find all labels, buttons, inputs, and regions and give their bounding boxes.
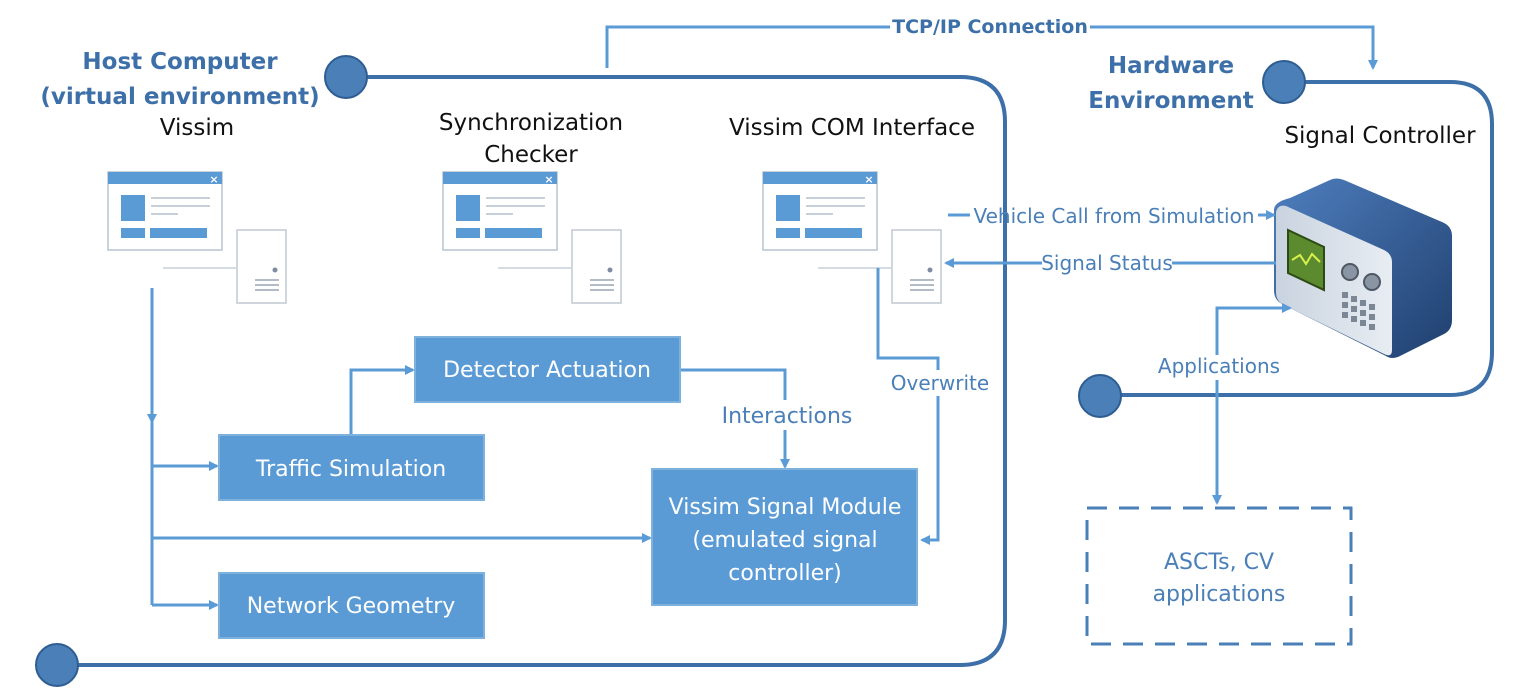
tcp-connection-line [605, 25, 1373, 68]
signal-module-text-line2: (emulated signal [692, 528, 877, 553]
overwrite-line-top [876, 268, 940, 370]
host-title-line1: Host Computer [82, 49, 278, 75]
hardware-top-connector-dot-icon [1262, 60, 1306, 104]
interactions-label: Interactions [722, 404, 853, 429]
vissim-label: Vissim [160, 115, 234, 141]
svg-text:×: × [209, 173, 218, 186]
vissim-server-tower-icon [236, 229, 287, 304]
overwrite-arrow [920, 396, 940, 545]
sync-checker-label-line1: Synchronization [439, 110, 623, 136]
host-environment-frame [57, 75, 1007, 667]
svg-text:×: × [544, 173, 553, 186]
overwrite-label: Overwrite [891, 371, 989, 395]
network-geometry-box [218, 572, 485, 639]
applications-label: Applications [1158, 354, 1280, 378]
ascts-text-line2: applications [1153, 582, 1286, 607]
interactions-line [680, 368, 787, 400]
detector-actuation-text: Detector Actuation [443, 358, 651, 383]
ascts-text-line1: ASCTs, CV [1164, 550, 1274, 575]
signal-controller-device-icon [1274, 178, 1452, 358]
host-bottom-connector-dot-icon [35, 643, 79, 687]
com-interface-label: Vissim COM Interface [729, 115, 975, 141]
hardware-title-line1: Hardware [1108, 53, 1234, 79]
traffic-simulation-box [218, 434, 485, 501]
svg-text:×: × [864, 173, 873, 186]
signal-status-label: Signal Status [1041, 251, 1173, 275]
signal-module-text-line1: Vissim Signal Module [669, 495, 902, 520]
detector-actuation-box [414, 336, 681, 403]
tcp-connection-label: TCP/IP Connection [892, 16, 1088, 38]
host-title-line2: (virtual environment) [40, 84, 319, 110]
detector-actuation-arrow [349, 365, 415, 435]
sync-checker-label-line2: Checker [484, 142, 578, 168]
vehicle-call-label: Vehicle Call from Simulation [973, 204, 1254, 228]
com-interface-computer-icon: × [762, 171, 942, 304]
traffic-simulation-text: Traffic Simulation [255, 457, 446, 482]
network-geometry-text: Network Geometry [247, 594, 456, 619]
signal-controller-label: Signal Controller [1284, 123, 1476, 149]
com-application-window-icon: × [762, 171, 878, 251]
sync-server-tower-icon [571, 229, 622, 304]
ascts-applications-box [1085, 506, 1353, 646]
com-server-tower-icon [891, 229, 942, 304]
sync-application-window-icon: × [442, 171, 558, 251]
signal-module-text-line3: controller) [728, 561, 842, 586]
hardware-environment-frame [1100, 80, 1494, 397]
vissim-computer-icon: × [107, 171, 287, 304]
hardware-bottom-connector-dot-icon [1078, 374, 1122, 418]
sync-checker-computer-icon: × [442, 171, 622, 304]
applications-line-top [1215, 303, 1292, 355]
vissim-signal-module-box [651, 468, 918, 606]
vissim-application-window-icon: × [107, 171, 223, 251]
hardware-title-line2: Environment [1088, 88, 1253, 114]
host-top-connector-dot-icon [324, 55, 368, 99]
